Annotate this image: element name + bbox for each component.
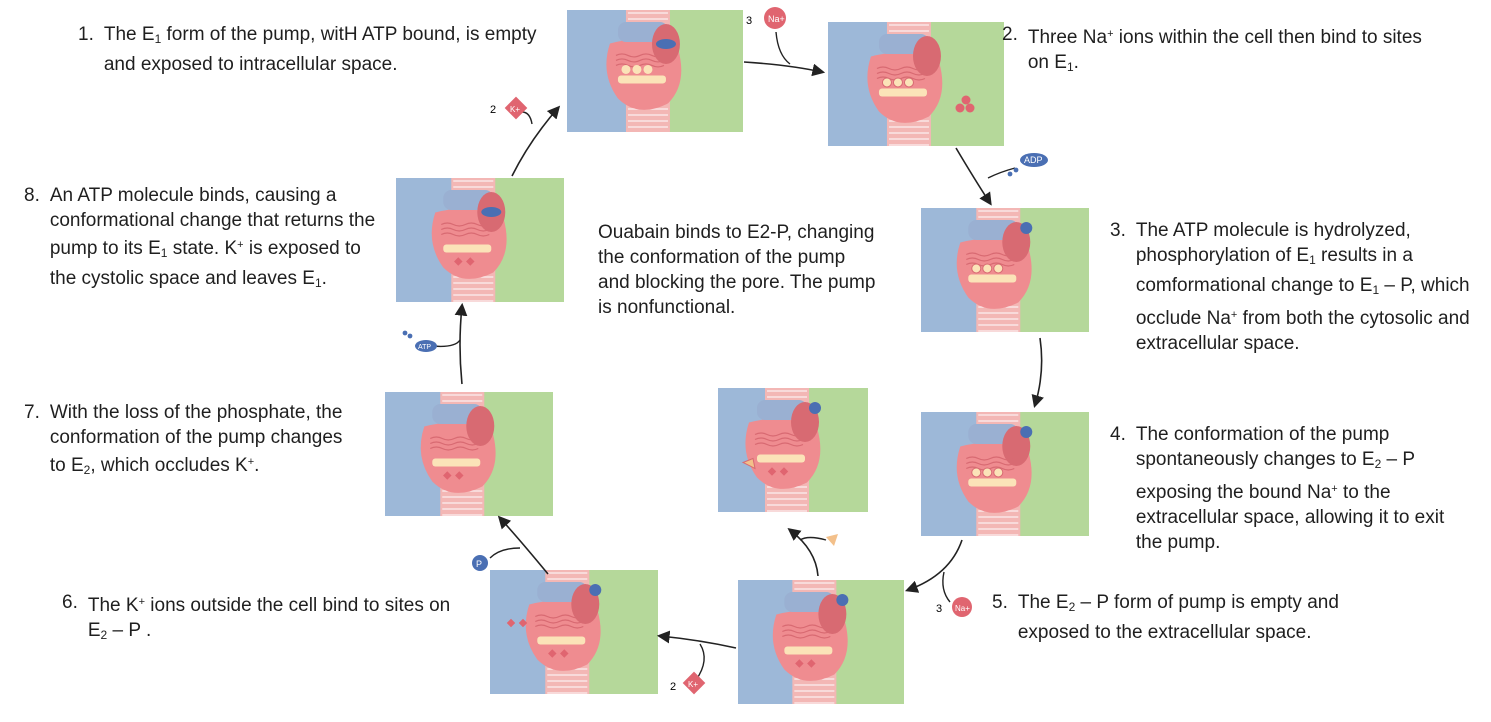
k-ion-out-icon	[504, 96, 528, 120]
arrow-3-to-4	[1031, 337, 1044, 409]
k-count-out: 2	[490, 104, 496, 116]
ouabain-note: Ouabain binds to E2-P, changing the conf…	[598, 222, 876, 318]
cycle-arrows	[431, 31, 1044, 681]
arrow-adp-out	[987, 167, 1016, 179]
ion-tokens: 3 Na+ ADP 3 Na+ 2 K+ P ATP 2 K+	[402, 7, 1048, 695]
na-ion-icon	[764, 7, 786, 29]
arrow-k-in	[695, 643, 705, 681]
panel-step-5	[738, 580, 904, 704]
step-8: 8.An ATP molecule binds, causing a confo…	[24, 185, 376, 290]
step-7: 7.With the loss of the phosphate, the co…	[24, 402, 343, 477]
step-5: 5.The E2 – P form of pump is empty and e…	[992, 592, 1339, 643]
panel-ouabain	[718, 388, 868, 512]
panel-step-4	[921, 412, 1089, 536]
k-count-in: 2	[670, 681, 676, 693]
arrow-4-to-5	[904, 539, 963, 593]
phosphate-label: P	[476, 559, 482, 569]
k-ion-icon	[682, 671, 706, 695]
step-2: 2.Three Na+ ions within the cell then bi…	[1002, 24, 1422, 74]
arrow-p-out	[489, 547, 521, 559]
arrow-8-to-1	[511, 105, 561, 177]
arrow-2-to-3	[955, 147, 992, 206]
arrow-5-to-ouabain	[787, 528, 819, 577]
step-6: 6.The K+ ions outside the cell bind to s…	[62, 592, 451, 642]
panel-step-8	[396, 178, 564, 302]
panel-step-1	[567, 10, 743, 132]
panel-step-2	[828, 22, 1004, 146]
na-ion-out-icon	[952, 597, 972, 617]
arrow-7-to-8	[454, 302, 468, 385]
k-symbol-out: K+	[510, 105, 520, 114]
arrow-ouabain-in	[799, 536, 827, 541]
na-count-out: 3	[936, 603, 942, 615]
panel-step-6	[490, 570, 658, 694]
arrow-na-in	[775, 31, 791, 65]
arrow-1-to-2	[743, 61, 826, 77]
na-symbol-in: Na+	[768, 14, 785, 24]
step-1: 1.The E1 form of the pump, witH ATP boun…	[78, 24, 537, 75]
panel-step-7	[385, 392, 553, 516]
arrow-k-out	[521, 111, 533, 125]
step-4: 4.The conformation of the pump spontaneo…	[1110, 424, 1445, 553]
adp-icon	[1020, 153, 1048, 167]
na-count-in: 3	[746, 15, 752, 27]
arrow-6-to-7	[497, 515, 549, 575]
na-symbol-out: Na+	[955, 604, 970, 613]
adp-label: ADP	[1024, 155, 1043, 165]
ouabain-icon	[826, 534, 838, 546]
panel-step-3	[921, 208, 1089, 332]
arrow-5-to-6	[656, 630, 737, 649]
phosphate-icon	[472, 555, 488, 571]
arrow-na-out	[942, 571, 951, 603]
atp-icon	[415, 340, 437, 352]
k-symbol-in: K+	[688, 680, 698, 689]
step-3: 3.The ATP molecule is hydrolyzed, phosph…	[1110, 220, 1470, 354]
atp-label: ATP	[418, 344, 431, 351]
